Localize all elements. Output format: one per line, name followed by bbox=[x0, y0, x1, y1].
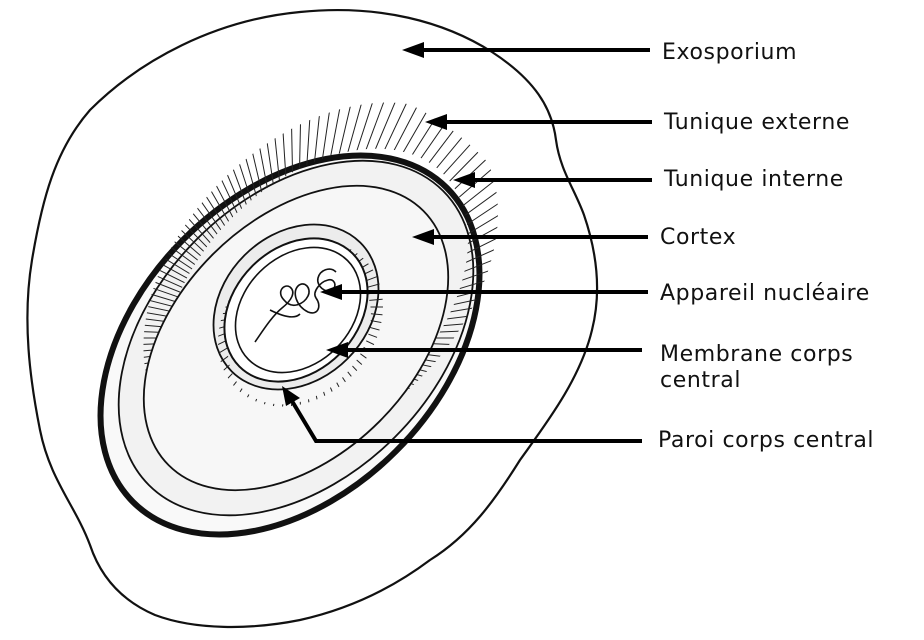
label-appareil-nucleaire: Appareil nucléaire bbox=[660, 281, 870, 307]
label-paroi-corps-central: Paroi corps central bbox=[658, 428, 874, 454]
label-exosporium: Exosporium bbox=[662, 40, 797, 66]
label-cortex: Cortex bbox=[660, 225, 736, 251]
label-membrane-corps-central: Membrane corps central bbox=[660, 342, 853, 394]
label-tunique-interne: Tunique interne bbox=[664, 167, 844, 193]
label-membrane-line-1: Membrane corps bbox=[660, 342, 853, 368]
label-membrane-line-2: central bbox=[660, 368, 853, 394]
label-tunique-externe: Tunique externe bbox=[664, 110, 850, 136]
